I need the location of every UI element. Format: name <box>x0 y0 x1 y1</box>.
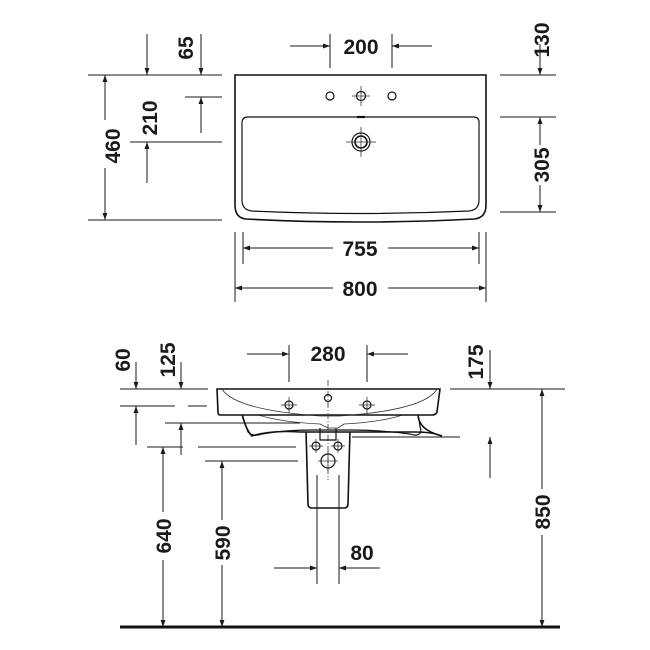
tap-hole-right-icon <box>387 91 397 101</box>
tap-hole-left-icon <box>325 91 335 101</box>
dim-floor-to-rim: 850 <box>532 494 555 529</box>
dim-rear-to-waste: 210 <box>139 100 162 135</box>
dim-floor-to-supply: 590 <box>212 525 235 560</box>
dim-total-depth: 460 <box>102 128 125 163</box>
front-view: 60 125 280 175 850 640 590 80 <box>112 342 565 629</box>
dim-tap-hole-spacing: 200 <box>343 36 378 59</box>
dim-rear-offset: 130 <box>531 22 554 57</box>
dim-rim-thickness: 60 <box>112 348 135 371</box>
top-view: 460 65 210 200 130 305 755 800 <box>88 22 556 302</box>
dim-rim-to-underside: 125 <box>157 342 180 377</box>
dim-supply-spacing: 80 <box>350 542 373 565</box>
dim-fixing-spacing: 280 <box>310 343 345 366</box>
dim-total-width: 800 <box>342 278 377 301</box>
dim-bowl-width: 755 <box>342 238 377 261</box>
dim-rear-to-tap-hole: 65 <box>175 36 198 60</box>
bowl-inner-top <box>241 116 480 215</box>
dim-bowl-depth: 305 <box>531 147 554 182</box>
dim-floor-to-waste: 640 <box>153 518 176 553</box>
dim-rim-to-pedestal: 175 <box>465 344 488 379</box>
